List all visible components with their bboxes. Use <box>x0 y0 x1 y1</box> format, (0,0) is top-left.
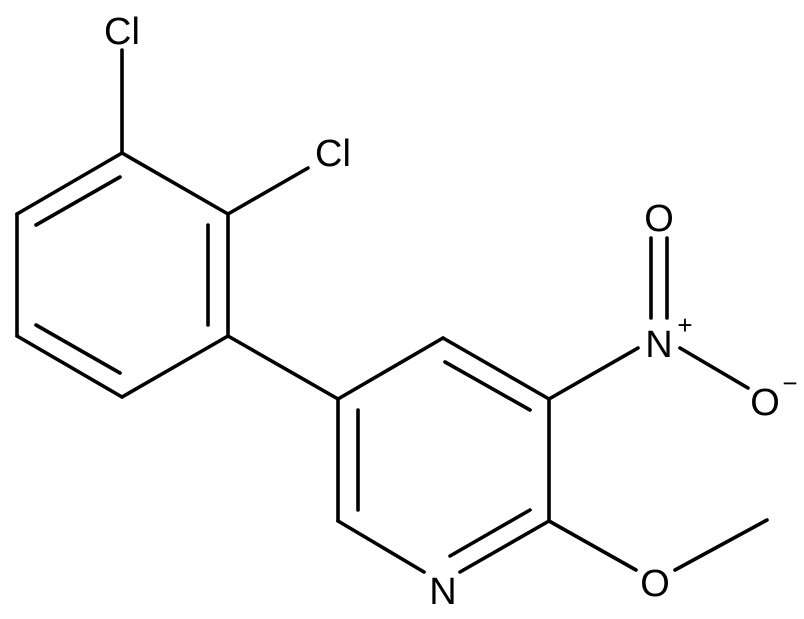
methoxy-group <box>547 518 769 572</box>
pyridine-ring <box>336 336 551 574</box>
atom-cl-mid: Cl <box>315 133 351 175</box>
bond-n-o-single <box>678 346 750 390</box>
bond-c2-o <box>547 519 638 572</box>
nitro-group <box>547 236 750 401</box>
atom-n-nitro: N <box>645 324 672 366</box>
bond-p4-p3-inner <box>443 360 532 412</box>
atom-o-right: O <box>750 382 780 424</box>
bond-p5-p4 <box>336 336 445 401</box>
bond-biaryl <box>226 334 340 401</box>
bond-c3-n <box>547 346 640 401</box>
atom-o-right-charge: − <box>782 368 797 398</box>
bond-c2-c3 <box>120 151 230 216</box>
atom-cl-top: Cl <box>104 11 140 53</box>
bond-p4-p3 <box>441 336 551 401</box>
atom-o-methoxy: O <box>640 563 670 605</box>
bond-c5-c6-inner <box>34 323 122 375</box>
atom-n-nitro-charge: + <box>677 310 692 340</box>
bond-p2-n1 <box>458 519 551 574</box>
bond-c2-cl <box>226 166 310 216</box>
bond-c6-c1 <box>120 334 230 399</box>
bond-p2-n1-inner <box>448 508 532 558</box>
bond-c5-c6 <box>15 334 124 399</box>
bond-o-ch3 <box>673 518 769 572</box>
bond-n1-p6 <box>336 519 426 574</box>
bond-c3-c4 <box>15 151 124 216</box>
bond-c3-c4-inner <box>34 175 122 227</box>
atom-n-ring: N <box>429 571 456 613</box>
benzene-ring <box>15 151 230 399</box>
atom-o-top: O <box>644 198 674 240</box>
